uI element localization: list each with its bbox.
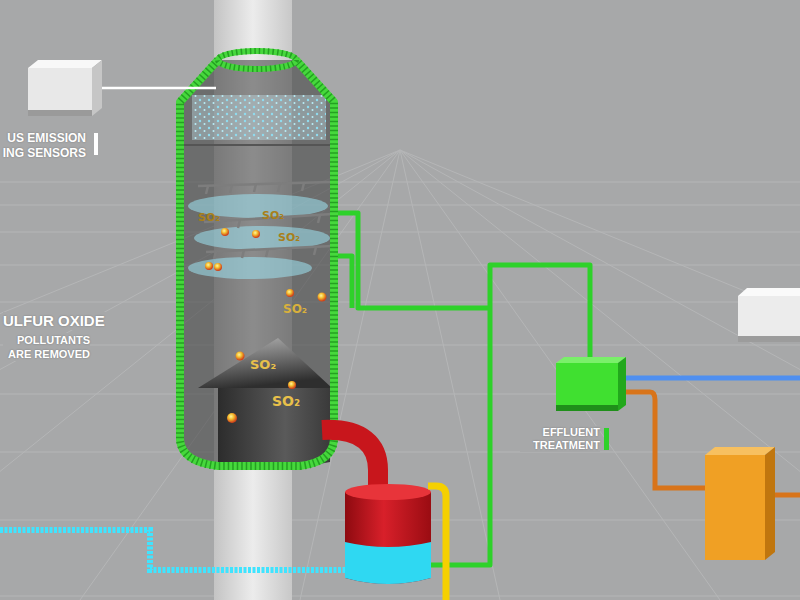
spray-header <box>206 246 332 252</box>
so2-particle <box>252 230 260 238</box>
so2-particle <box>318 293 327 302</box>
node-label: US EMISSION ING SENSORS <box>0 131 86 161</box>
unit-base <box>738 336 800 342</box>
green-pipe <box>334 213 490 308</box>
pollutant-label: SO₂ <box>262 209 292 222</box>
so2-particle <box>288 381 296 389</box>
unit-side <box>765 447 775 560</box>
grid-line <box>0 232 800 233</box>
grid-line <box>0 345 800 346</box>
unit-front <box>705 455 765 560</box>
pollutant-label: SO₂ <box>250 357 284 373</box>
sensor-side <box>92 60 102 116</box>
tank-water <box>345 542 431 584</box>
sensor-base <box>28 110 92 116</box>
spray-nozzle <box>214 247 316 259</box>
tank-body <box>345 492 431 584</box>
sludge-line <box>624 392 705 488</box>
so2-particle <box>286 289 294 297</box>
grid-line <box>0 182 800 183</box>
emission-sensor: US EMISSION ING SENSORS <box>0 58 104 161</box>
emission-sensor-shape <box>0 58 104 118</box>
tray-line <box>182 144 332 146</box>
tower-shell <box>180 51 334 466</box>
grid-line <box>0 394 800 395</box>
spray-header <box>198 182 330 186</box>
shell-outline <box>180 60 334 466</box>
grid-line <box>400 150 720 600</box>
gas-inlet-cone <box>198 338 332 388</box>
treatment-front <box>556 363 618 411</box>
grid-line <box>0 596 800 597</box>
grid-line <box>0 452 800 453</box>
mist-eliminator <box>192 95 326 140</box>
shell-top <box>218 51 296 69</box>
grid-line <box>0 205 800 206</box>
shell-hatch <box>180 60 334 466</box>
spray-headers <box>198 182 332 259</box>
pollutant-label: SO₂ <box>272 393 310 410</box>
so2-particle <box>214 263 222 271</box>
so2-particle <box>205 262 213 270</box>
floor-grid <box>0 150 800 600</box>
flue-gas-duct <box>322 430 378 494</box>
sludge-line <box>775 493 800 498</box>
water-inlet-pipe <box>0 530 346 570</box>
node-label: EFFLUENT TREATMENT <box>520 426 600 452</box>
treatment-side <box>618 357 626 411</box>
reagent-pipe <box>428 486 446 600</box>
label-bar <box>604 428 609 450</box>
spray-nozzle <box>206 183 304 194</box>
grid-line <box>400 150 800 600</box>
sensor-front <box>28 68 92 116</box>
so2-particle <box>227 413 237 423</box>
sensor-top <box>28 60 102 68</box>
section-heading: ULFUR OXIDE <box>3 312 115 330</box>
pollutant-label: SO₂ <box>278 231 308 244</box>
unit-top <box>705 447 775 455</box>
spray-mist <box>188 194 330 279</box>
pollutant-particles <box>205 228 327 423</box>
effluent-treatment-unit: EFFLUENT TREATMENT <box>520 355 630 452</box>
pollutant-label: SO₂ <box>198 211 228 224</box>
gas-inlet-cylinder <box>218 388 330 468</box>
unit-top <box>738 288 800 296</box>
so2-particle <box>221 228 229 236</box>
shell-top-hatch <box>218 51 296 69</box>
unit-front <box>738 296 800 342</box>
grid-line <box>400 150 800 600</box>
grid-line <box>0 302 800 303</box>
tank-top <box>345 484 431 500</box>
orange-unit <box>705 447 775 560</box>
right-white-unit <box>738 288 800 342</box>
so2-particle <box>236 352 245 361</box>
clean-water-line <box>626 376 800 381</box>
section-note: POLLUTANTS ARE REMOVED <box>3 333 90 361</box>
label-bar <box>94 133 98 155</box>
treatment-base <box>556 405 618 411</box>
treatment-top <box>556 357 626 363</box>
sensor-lead <box>102 87 216 90</box>
green-pipe <box>430 265 590 565</box>
effluent-treatment-unit-shape <box>520 355 628 417</box>
pollutant-label: SO₂ <box>283 302 315 317</box>
absorber-tank <box>345 484 431 584</box>
mist-cloud <box>188 257 312 279</box>
grid-line <box>400 150 800 600</box>
